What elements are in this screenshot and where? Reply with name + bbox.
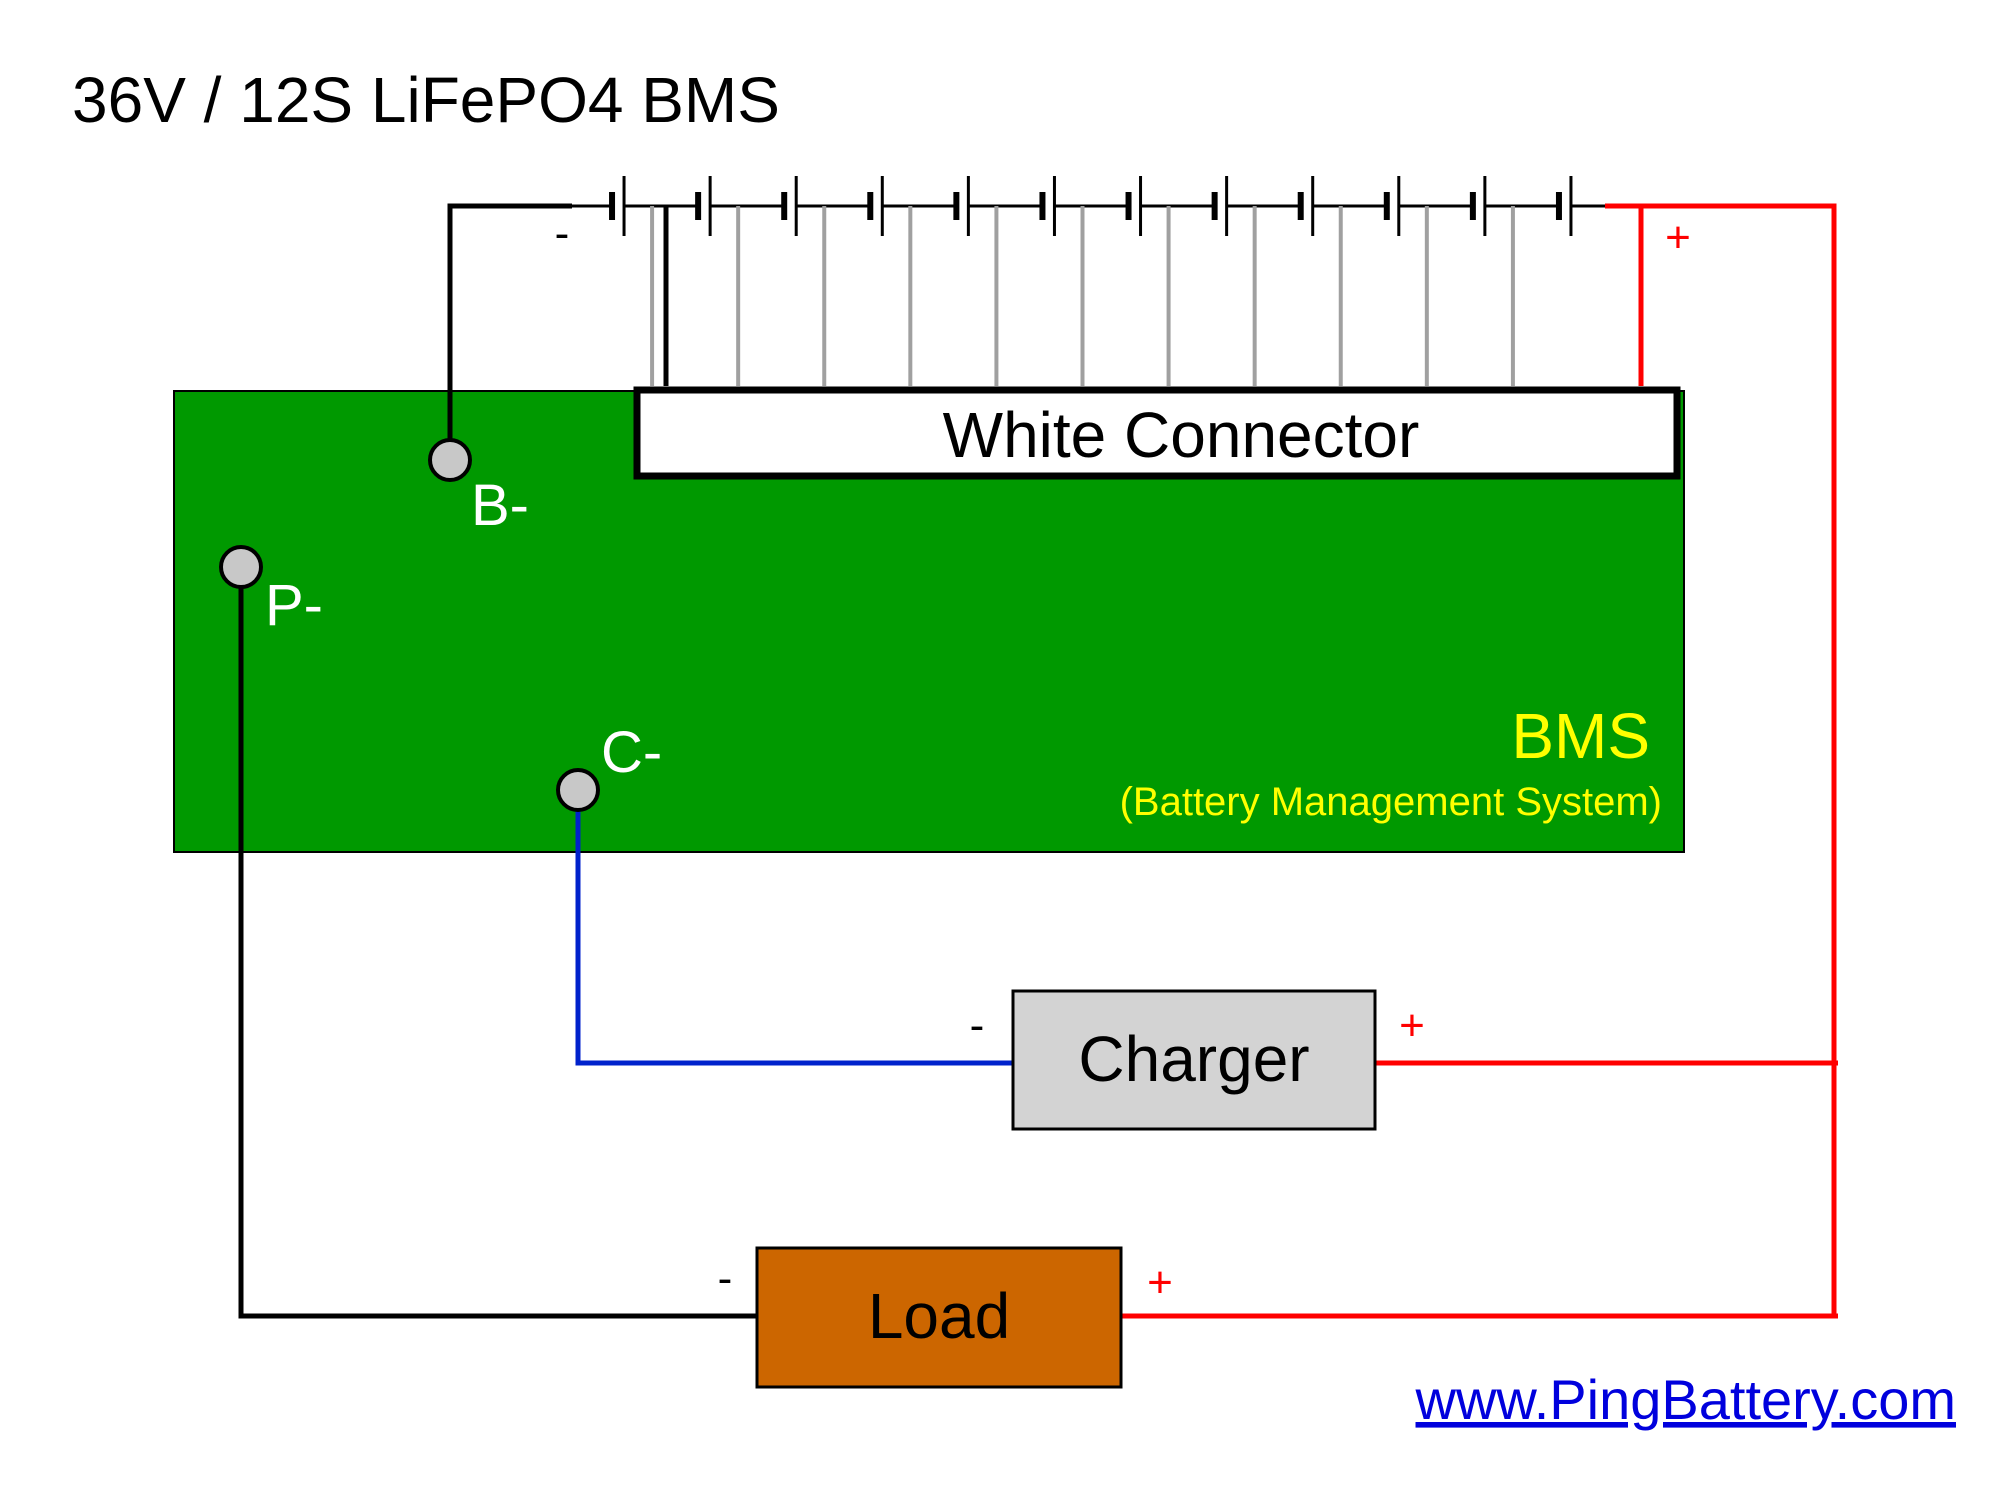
c-minus-to-charger-wire — [575, 790, 1013, 1066]
battery-positive-wire — [1605, 203, 1837, 1316]
bms-sublabel: (Battery Management System) — [1120, 780, 1662, 824]
load-minus-label: - — [718, 1254, 733, 1303]
charger-box — [1011, 989, 1377, 1131]
white-connector — [633, 386, 1681, 480]
battery-plus-label: + — [1665, 213, 1691, 262]
white-connector-label: White Connector — [943, 399, 1420, 471]
charger-label: Charger — [1078, 1023, 1309, 1095]
p-minus-terminal[interactable] — [219, 545, 263, 589]
p-minus-label: P- — [265, 573, 323, 638]
p-minus-to-load-wire — [238, 567, 757, 1319]
c-minus-terminal[interactable] — [556, 768, 600, 812]
battery-minus-label: - — [555, 209, 570, 258]
load-label: Load — [868, 1280, 1010, 1352]
load-box — [755, 1246, 1123, 1389]
website-link[interactable]: www.PingBattery.com — [1415, 1368, 1956, 1431]
battery-string — [572, 176, 1605, 236]
c-minus-label: C- — [601, 720, 662, 785]
battery-negative-wire — [447, 203, 572, 460]
b-minus-label: B- — [471, 473, 529, 538]
charger-minus-label: - — [970, 1001, 985, 1050]
bms-label: BMS — [1511, 700, 1650, 772]
charger-plus-label: + — [1399, 1001, 1425, 1050]
balance-leads — [650, 206, 1515, 386]
diagram-title: 36V / 12S LiFePO4 BMS — [72, 64, 780, 136]
load-plus-label: + — [1147, 1258, 1173, 1307]
b-minus-terminal[interactable] — [428, 438, 472, 482]
